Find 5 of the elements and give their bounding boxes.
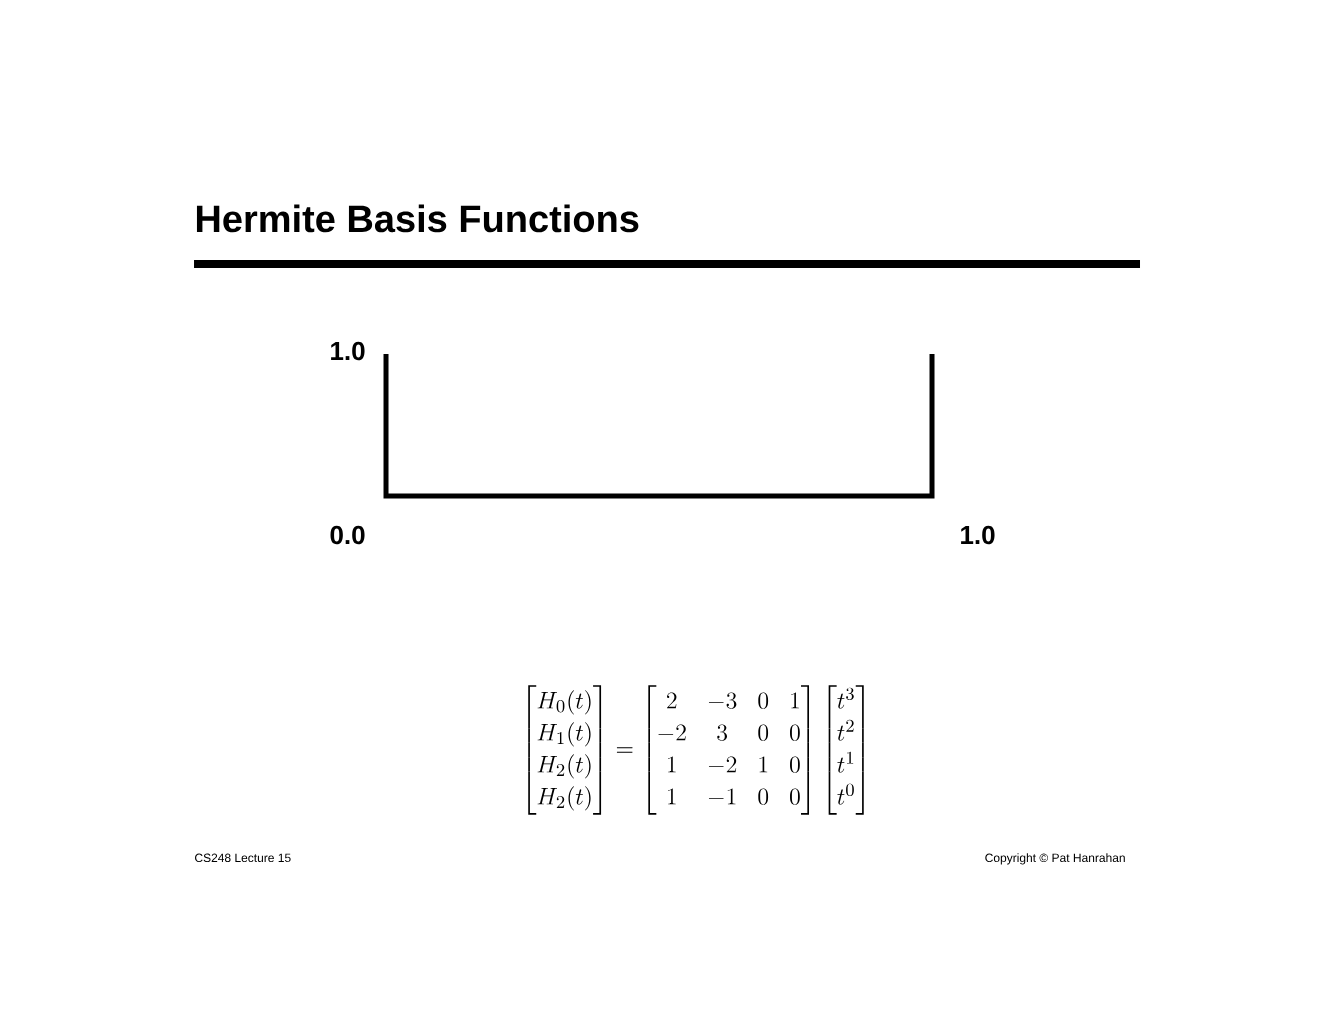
tick-label: 0.0 (330, 525, 365, 545)
tick-label: 1.0 (331, 341, 365, 361)
matrix-equation: $\begin{bmatrix} H_0(t) \\ H_1(t) \\ H_2(t) \\ H_2(t) \end{bmatrix} = \begin{bmatrix} 2 & -3 & 0 & 1 \\ -2 & 3 & 0 & 0 \\ 1 & -2 & 1 & 0 \\ 1 & -1 & 0 & 0 \end{bmatrix} \begin{bmatrix} t^3 \\ t^2 \\ t^1 \\ t^0 \end{bmatrix}$ (528, 685, 864, 815)
tick-label: 1.0 (961, 525, 995, 545)
title: Hermite Basis Functions (196, 204, 639, 233)
